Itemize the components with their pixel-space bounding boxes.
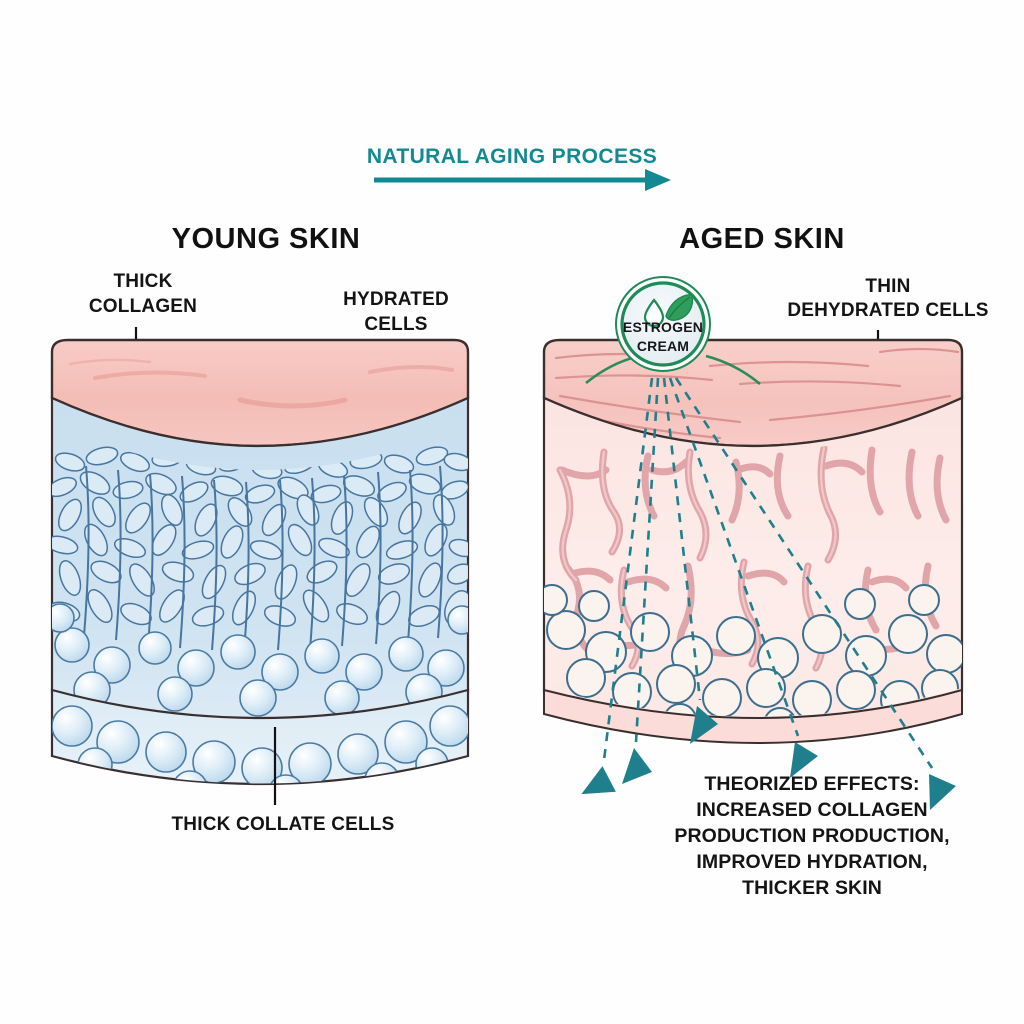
penetration-arrowheads <box>581 706 956 810</box>
effects-line: PRODUCTION PRODUCTION, <box>674 825 949 847</box>
callout-line: THICK COLLATE CELLS <box>172 814 395 835</box>
young-skin-panel: YOUNG SKIN THICK COLLAGEN HYDRATED CELLS <box>50 223 470 835</box>
theorized-effects-block: THEORIZED EFFECTS: INCREASED COLLAGEN PR… <box>674 773 949 899</box>
effects-line: INCREASED COLLAGEN <box>696 799 927 821</box>
right-arrow-icon <box>374 169 671 191</box>
callout-line: HYDRATED <box>343 289 449 310</box>
effects-line: IMPROVED HYDRATION, <box>696 851 927 873</box>
callout-line: DEHYDRATED CELLS <box>787 300 988 321</box>
droplet-icon <box>643 298 665 328</box>
effects-line: THEORIZED EFFECTS: <box>704 773 919 795</box>
callout-line: COLLAGEN <box>89 296 197 317</box>
aged-skin-panel: AGED SKIN THIN DEHYDRATED CELLS <box>542 223 988 899</box>
young-collagen-fibers <box>52 446 468 717</box>
effects-line: THICKER SKIN <box>742 877 882 899</box>
estrogen-penetration-rays <box>602 377 934 769</box>
badge-label-line: ESTROGEN <box>623 319 703 335</box>
callout-line: THIN <box>865 276 910 297</box>
header-title: NATURAL AGING PROCESS <box>367 145 657 168</box>
header-banner: NATURAL AGING PROCESS <box>367 145 671 191</box>
callout-line: THICK <box>113 271 172 292</box>
aged-hypodermis <box>543 688 963 744</box>
badge-label-line: CREAM <box>637 338 689 354</box>
aged-skin-title: AGED SKIN <box>679 223 845 255</box>
leaf-vein <box>668 296 691 319</box>
young-epidermis-texture <box>68 358 454 409</box>
callout-thick-collate-cells: THICK COLLATE CELLS <box>172 727 395 835</box>
young-skin-title: YOUNG SKIN <box>172 223 361 255</box>
callout-line: CELLS <box>364 314 427 335</box>
estrogen-cream-badge[interactable]: ESTROGEN CREAM <box>585 276 761 385</box>
